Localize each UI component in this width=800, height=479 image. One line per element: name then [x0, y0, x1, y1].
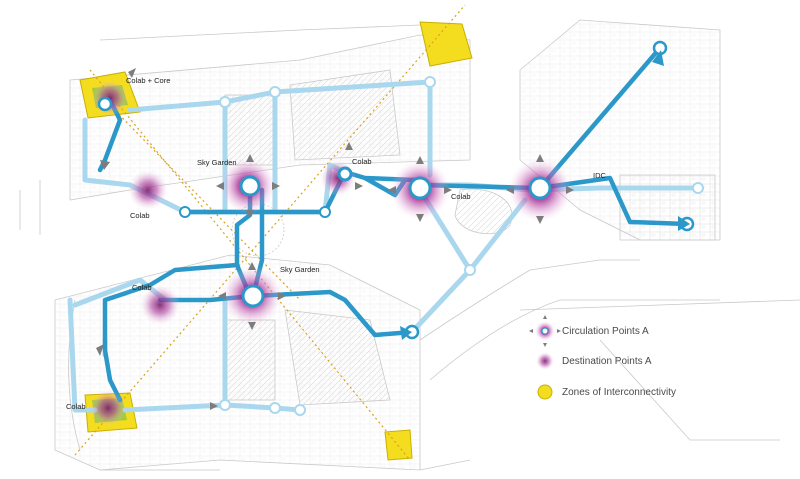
site-edge-right — [519, 299, 800, 441]
legend-item-destination: Destination Points A — [536, 352, 652, 370]
road-south — [419, 259, 640, 341]
road-left — [19, 180, 41, 235]
destination-glow-top-left — [92, 80, 128, 116]
destination-glow-colab-mid-left — [140, 285, 180, 325]
plaza-ellipse — [454, 188, 513, 234]
zone-swatch-icon — [537, 384, 553, 400]
destination-glow-bottom-left — [90, 390, 126, 426]
diagonal-axes — [74, 4, 466, 461]
node-sky-garden-mid — [241, 284, 265, 308]
legend-label-destination: Destination Points A — [562, 356, 652, 367]
legend-label-zones: Zones of Interconnectivity — [562, 387, 676, 398]
node-idc — [528, 176, 552, 200]
top-edge — [99, 24, 421, 41]
legend: Circulation Points A Destination Points … — [529, 315, 676, 400]
endpoint-arrows — [400, 50, 690, 340]
direction-arrows — [96, 68, 574, 410]
path-nodes — [97, 40, 704, 416]
hall-north — [289, 69, 401, 161]
destination-glow-colab-left — [128, 170, 168, 210]
road-south-2 — [429, 299, 720, 381]
legend-item-circulation: Circulation Points A — [529, 315, 649, 347]
node-colab-right — [408, 176, 432, 200]
area-labels: Colab + Core Sky Garden Colab Colab IDC … — [66, 76, 607, 411]
node-colab-center — [337, 166, 353, 182]
axis-nw-sw — [104, 99, 301, 301]
auditorium-south — [224, 319, 276, 401]
label-colab-core: Colab + Core — [126, 76, 170, 85]
floor-plan-base — [19, 19, 800, 471]
label-colab-center: Colab — [352, 157, 372, 166]
label-colab-bottom-left: Colab — [66, 402, 86, 411]
legend-label-circulation: Circulation Points A — [562, 326, 649, 337]
node-sky-garden-top — [239, 175, 261, 197]
label-colab-left: Colab — [130, 211, 150, 220]
legend-item-zones: Zones of Interconnectivity — [537, 384, 676, 400]
label-colab-right: Colab — [451, 192, 471, 201]
axis-nw-se — [89, 69, 411, 461]
label-colab-mid-left: Colab — [132, 283, 152, 292]
label-sky-garden-top: Sky Garden — [197, 158, 237, 167]
hall-south — [284, 309, 391, 406]
zone-top-right — [419, 21, 473, 67]
label-idc: IDC — [593, 171, 607, 180]
site-edge-bottom — [100, 459, 471, 471]
axis-sw-ne — [74, 4, 466, 456]
label-sky-garden-mid: Sky Garden — [280, 265, 320, 274]
